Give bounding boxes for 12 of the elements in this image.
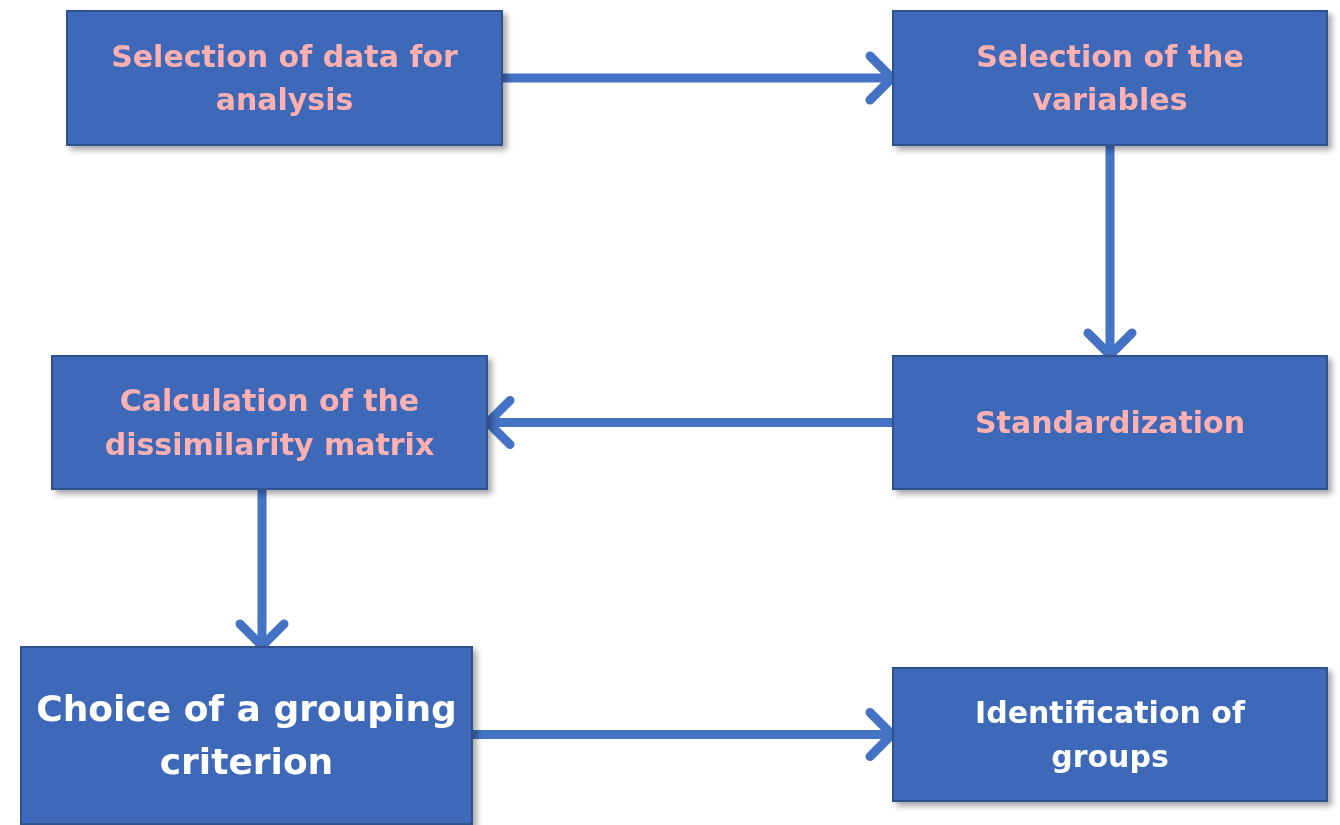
process-box: [66, 10, 503, 146]
step-label: Identification of groups: [974, 694, 1247, 776]
process-box: [892, 355, 1328, 490]
step-label: Choice of a grouping criterion: [36, 687, 457, 784]
step-label: Selection of data for analysis: [110, 37, 459, 119]
process-box: [20, 646, 473, 825]
process-box: [51, 355, 488, 490]
step-label: Standardization: [974, 403, 1246, 442]
step-label: Calculation of the dissimilarity matrix: [103, 382, 436, 464]
step-label: Selection of the variables: [975, 37, 1245, 119]
process-box: [892, 667, 1328, 802]
process-box: [892, 10, 1328, 146]
